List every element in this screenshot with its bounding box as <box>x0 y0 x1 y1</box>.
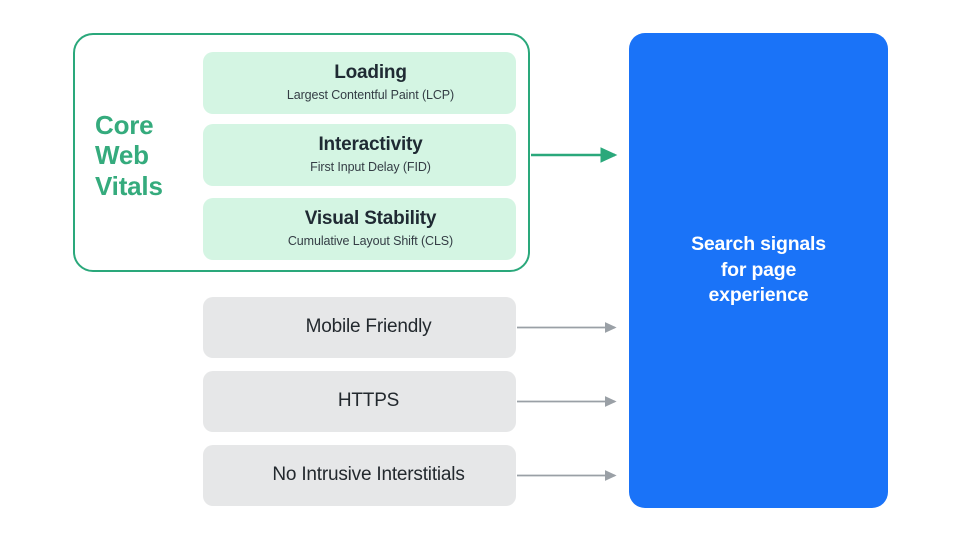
metric-subtitle-loading: Largest Contentful Paint (LCP) <box>286 87 455 102</box>
metric-title-visual-stability: Visual Stability <box>304 208 437 230</box>
signal-title-https: HTTPS <box>337 390 400 412</box>
search-signals-text: Search signals for page experience <box>691 232 826 307</box>
core-web-vitals-label-line-3: Vitals <box>95 170 163 201</box>
search-signals-box: Search signals for page experience <box>629 33 888 508</box>
core-web-vitals-group <box>73 33 530 272</box>
metric-card-interactivity: Interactivity First Input Delay (FID) <box>203 124 516 186</box>
metric-subtitle-visual-stability: Cumulative Layout Shift (CLS) <box>287 233 454 248</box>
metric-subtitle-interactivity: First Input Delay (FID) <box>310 159 431 174</box>
metric-card-visual-stability: Visual Stability Cumulative Layout Shift… <box>203 198 516 260</box>
metric-title-loading: Loading <box>334 62 407 84</box>
signal-title-no-intrusive-interstitials: No Intrusive Interstitials <box>272 464 465 486</box>
core-web-vitals-label: Core Web Vitals <box>95 110 190 201</box>
core-web-vitals-label-line-2: Web <box>95 140 149 171</box>
signal-https: HTTPS <box>203 371 516 432</box>
metric-card-loading: Loading Largest Contentful Paint (LCP) <box>203 52 516 114</box>
signal-no-intrusive-interstitials: No Intrusive Interstitials <box>203 445 516 506</box>
core-web-vitals-label-line-1: Core <box>95 110 154 140</box>
metric-title-interactivity: Interactivity <box>318 134 423 156</box>
signal-title-mobile-friendly: Mobile Friendly <box>305 316 432 338</box>
signal-mobile-friendly: Mobile Friendly <box>203 297 516 358</box>
